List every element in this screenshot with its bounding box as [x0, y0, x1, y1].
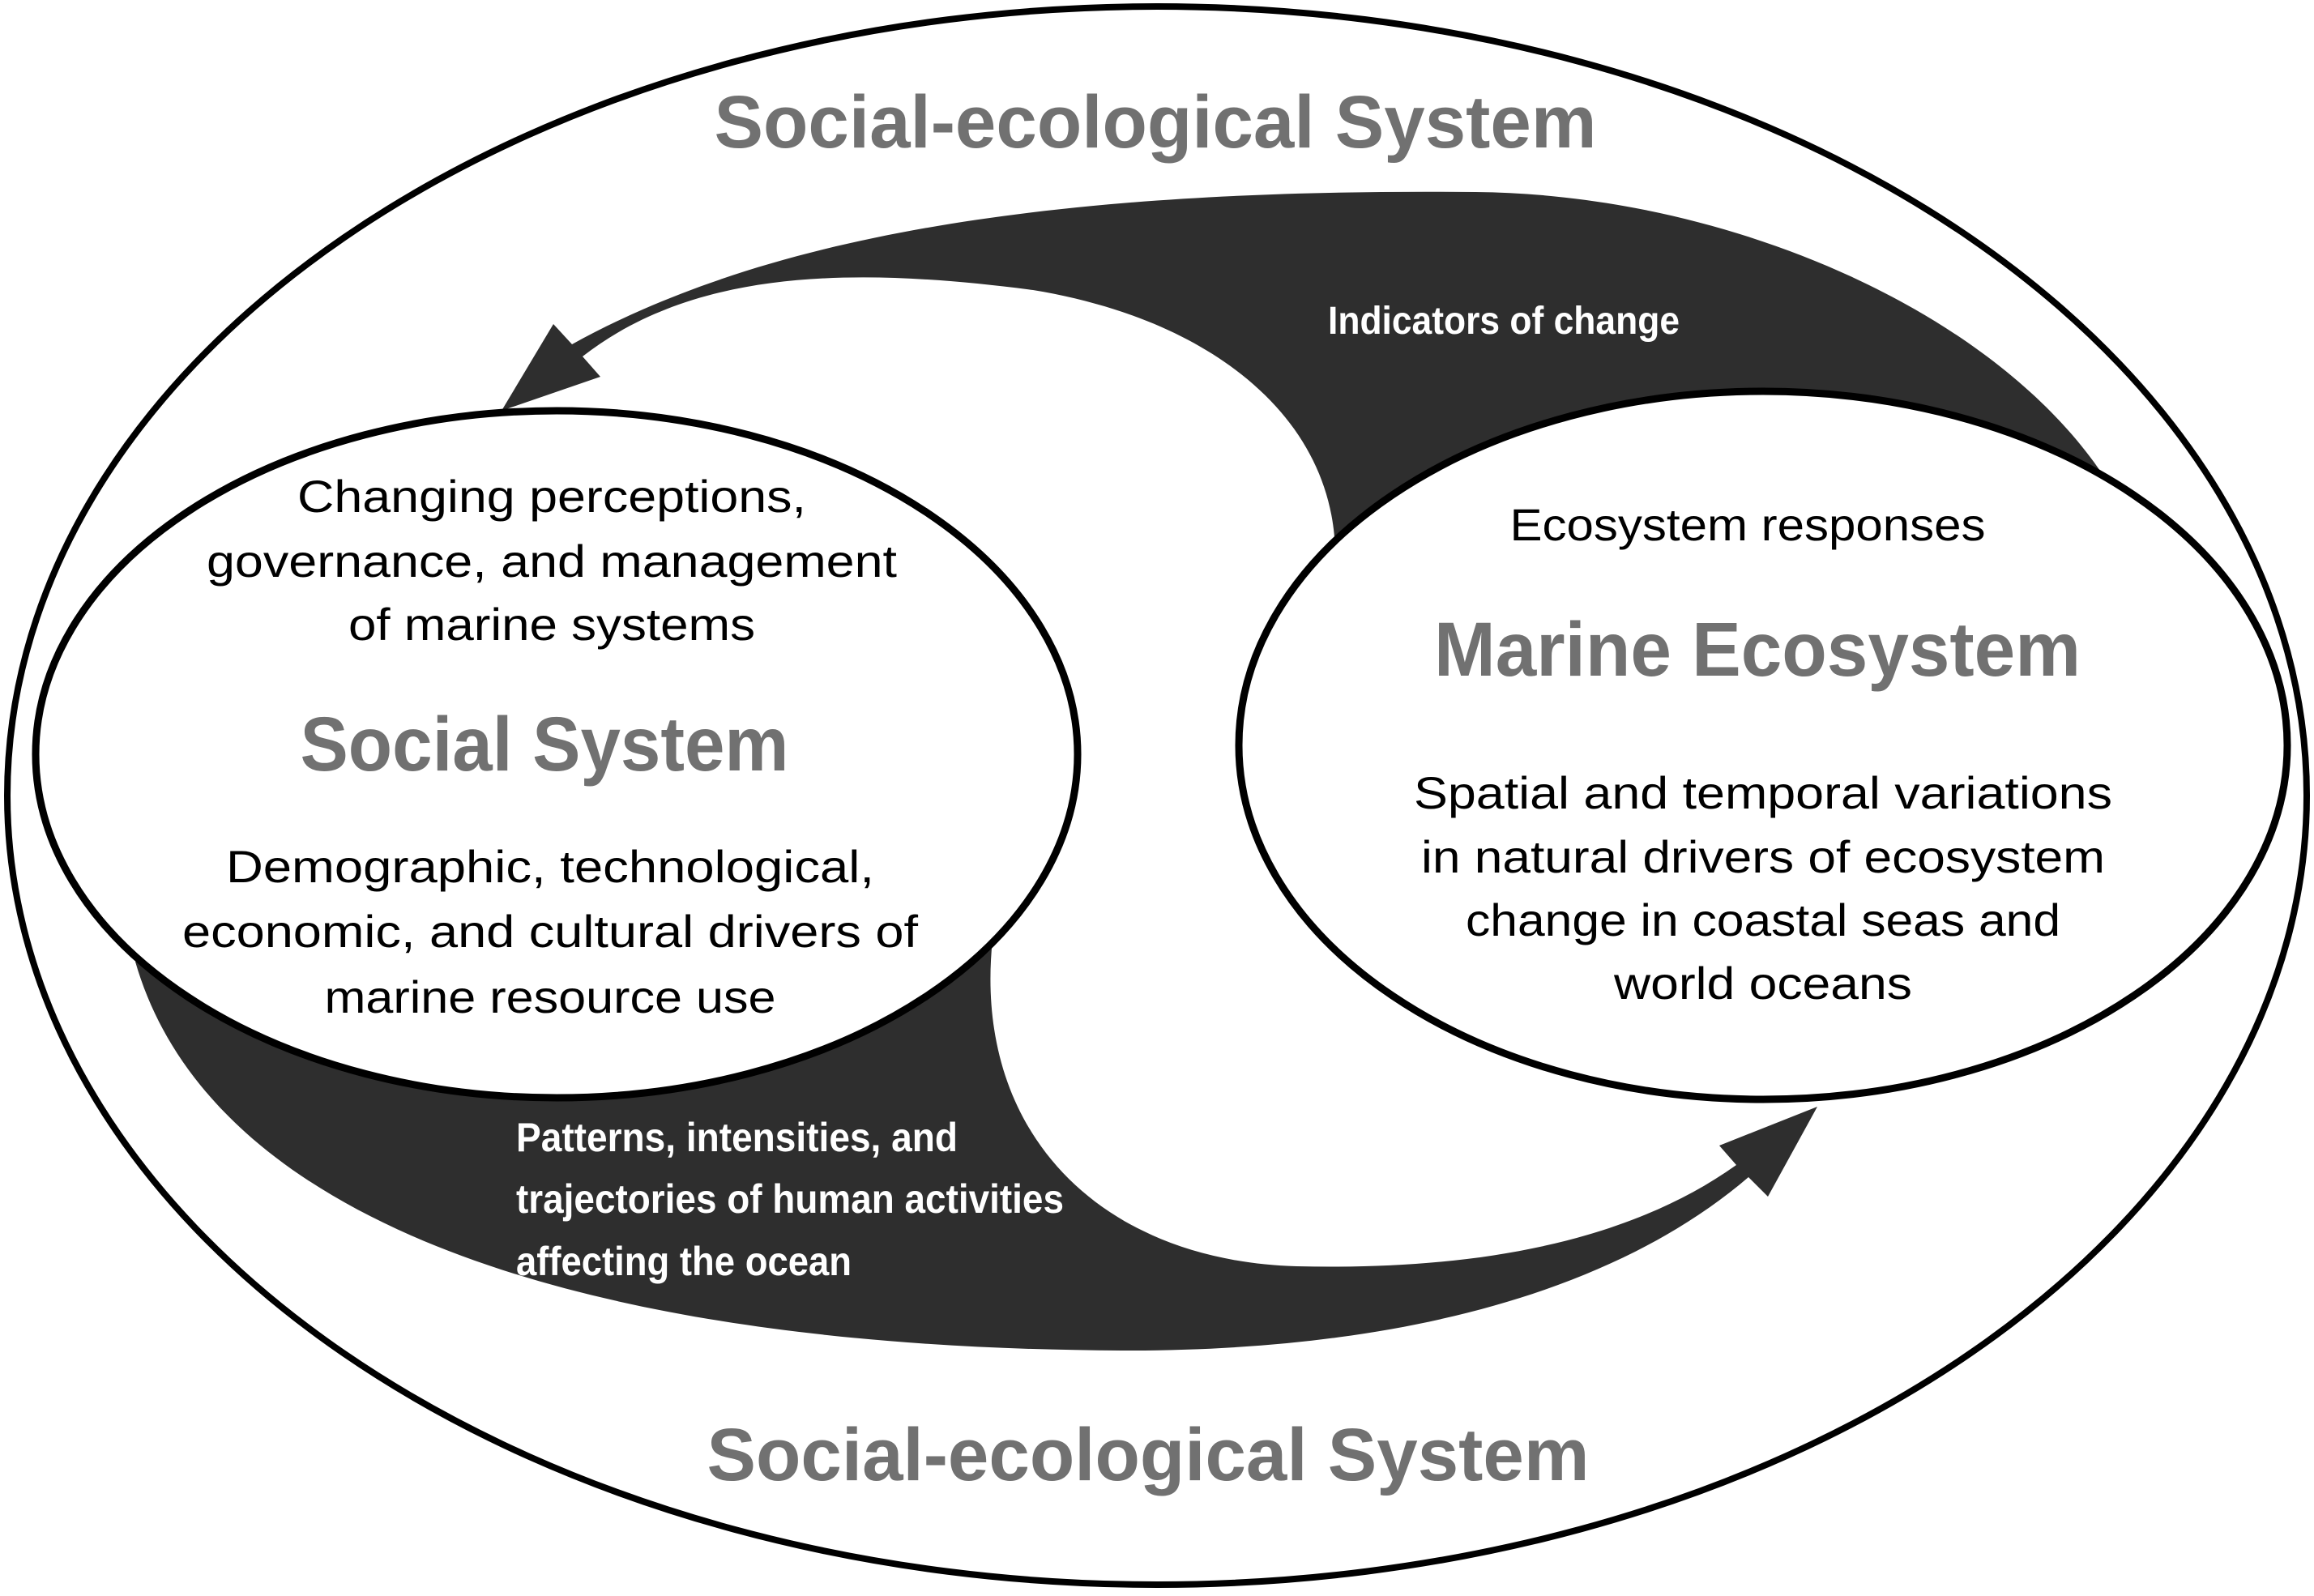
- social-top-text-line-2: governance, and management: [207, 536, 897, 587]
- social-ecological-system-title-bottom: Social-ecological System: [707, 1414, 1590, 1496]
- marine-top-text: Ecosystem responses: [1510, 499, 1986, 550]
- social-bottom-text-line-1: Demographic, technological,: [226, 841, 874, 892]
- marine-bottom-text-line-1: Spatial and temporal variations: [1414, 767, 2112, 818]
- social-bottom-text-line-2: economic, and cultural drivers of: [182, 906, 918, 957]
- marine-bottom-text-line-3: change in coastal seas and: [1466, 894, 2060, 945]
- human-activities-label-line-2: trajectories of human activities: [516, 1176, 1064, 1222]
- social-top-text-line-3: of marine systems: [348, 599, 755, 650]
- indicators-of-change-label: Indicators of change: [1328, 300, 1680, 343]
- marine-bottom-text-line-2: in natural drivers of ecosystem: [1421, 831, 2105, 882]
- social-system-title: Social System: [301, 702, 789, 787]
- marine-ecosystem-ellipse: [1235, 387, 2291, 1103]
- social-bottom-text-line-3: marine resource use: [325, 971, 776, 1022]
- human-activities-label-line-1: Patterns, intensities, and: [516, 1115, 958, 1160]
- marine-bottom-text-line-4: world oceans: [1613, 958, 1912, 1009]
- social-system-ellipse: [32, 407, 1082, 1102]
- social-ecological-system-title-top: Social-ecological System: [715, 81, 1597, 164]
- human-activities-label-line-3: affecting the ocean: [516, 1239, 852, 1284]
- marine-ecosystem-title: Marine Ecosystem: [1434, 607, 2081, 693]
- social-top-text-line-1: Changing perceptions,: [297, 471, 806, 522]
